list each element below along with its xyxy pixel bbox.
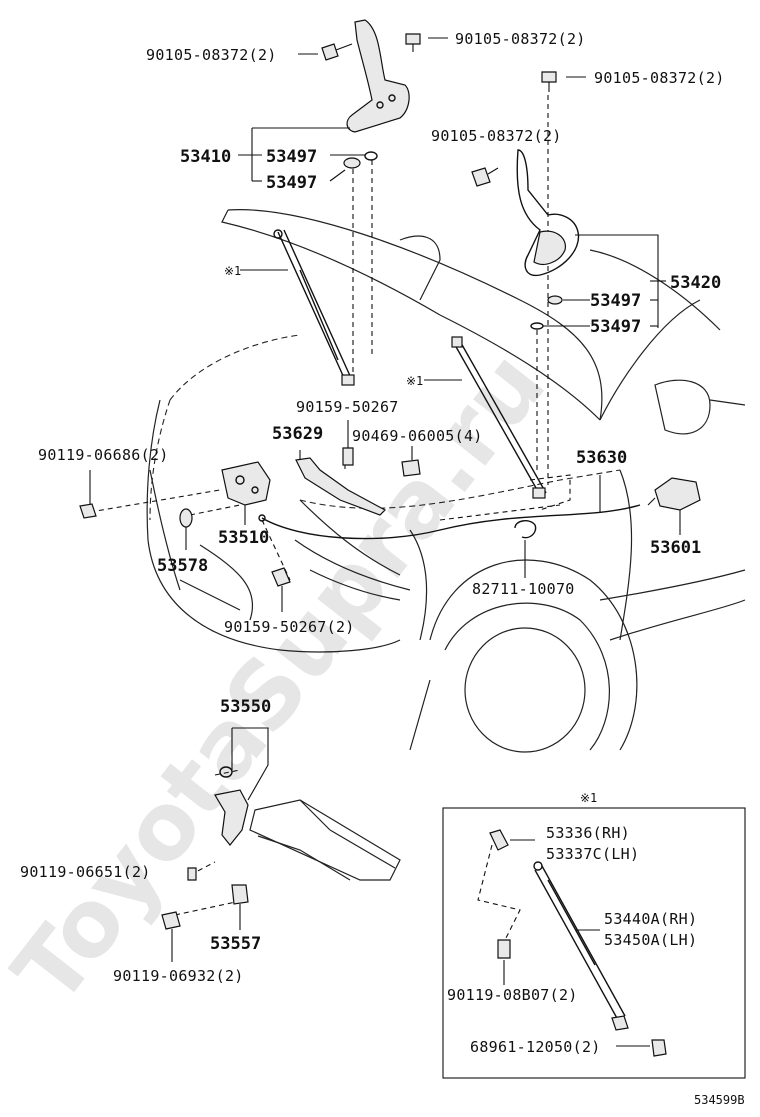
vehicle-body-outline bbox=[146, 209, 746, 753]
washers-53497-left bbox=[343, 151, 378, 169]
diagram-id: 534599B bbox=[694, 1093, 745, 1107]
label-90159-upper: 90159-50267 bbox=[296, 398, 399, 416]
part-labels: 90105-08372(2) 90105-08372(2) 90105-0837… bbox=[20, 30, 745, 1107]
label-53629: 53629 bbox=[272, 424, 323, 444]
label-53557: 53557 bbox=[210, 934, 261, 954]
label-53440: 53440A(RH) bbox=[604, 910, 697, 928]
cushion-53578 bbox=[179, 508, 193, 550]
label-90119-06686: 90119-06686(2) bbox=[38, 446, 169, 464]
label-90105-c: 90105-08372(2) bbox=[594, 69, 725, 87]
label-53420: 53420 bbox=[670, 273, 721, 293]
label-53510: 53510 bbox=[218, 528, 269, 548]
label-53497-a: 53497 bbox=[266, 147, 317, 167]
label-leaders bbox=[238, 37, 666, 506]
label-90105-b: 90105-08372(2) bbox=[455, 30, 586, 48]
label-star-box: ※1 bbox=[580, 791, 597, 805]
label-53450: 53450A(LH) bbox=[604, 931, 697, 949]
label-90119-06932: 90119-06932(2) bbox=[113, 967, 244, 985]
bolt-90159-upper bbox=[342, 420, 354, 466]
cable-hook-53557 bbox=[231, 884, 249, 930]
bolt-90119-06932 bbox=[161, 911, 181, 962]
label-90159-lower: 90159-50267(2) bbox=[224, 618, 355, 636]
bolt-90105-c bbox=[541, 71, 557, 92]
clamp-82711 bbox=[514, 520, 537, 578]
hood-lock-53510 bbox=[221, 461, 271, 525]
hood-strut-right bbox=[451, 336, 547, 499]
label-star-b: ※1 bbox=[406, 374, 423, 388]
hood-hinge-lh bbox=[346, 19, 410, 133]
hood-lock-support-53550 bbox=[214, 727, 269, 846]
label-53601: 53601 bbox=[650, 538, 701, 558]
label-53497-d: 53497 bbox=[590, 317, 641, 337]
cable-53630 bbox=[258, 475, 641, 540]
label-90119-06651: 90119-06651(2) bbox=[20, 863, 151, 881]
bolt-90105-d bbox=[471, 167, 499, 187]
hood-hinge-rh bbox=[516, 149, 580, 277]
bolt-90105-b bbox=[405, 33, 421, 52]
bolt-90159-lower bbox=[271, 567, 291, 612]
label-68961: 68961-12050(2) bbox=[470, 1038, 601, 1056]
label-90105-d: 90105-08372(2) bbox=[431, 127, 562, 145]
washers-53497-right bbox=[530, 295, 563, 330]
label-53336: 53336(RH) bbox=[546, 824, 630, 842]
bolt-90105-a bbox=[321, 43, 353, 61]
release-lever-53601 bbox=[654, 477, 701, 535]
bracket-53629 bbox=[295, 450, 386, 516]
label-53497-b: 53497 bbox=[266, 173, 317, 193]
label-82711: 82711-10070 bbox=[472, 580, 575, 598]
label-53410: 53410 bbox=[180, 147, 231, 167]
clip-90469 bbox=[401, 446, 421, 477]
label-53337: 53337C(LH) bbox=[546, 845, 639, 863]
bolt-90119-06686 bbox=[79, 470, 97, 519]
label-90469: 90469-06005(4) bbox=[352, 427, 483, 445]
label-90105-a: 90105-08372(2) bbox=[146, 46, 277, 64]
label-53578: 53578 bbox=[157, 556, 208, 576]
bolt-90119-06651 bbox=[187, 867, 197, 881]
hood-strut-left bbox=[273, 229, 355, 386]
label-53550: 53550 bbox=[220, 697, 271, 717]
radiator-support bbox=[249, 799, 401, 881]
inset-detail-box bbox=[442, 807, 746, 1079]
label-star-a: ※1 bbox=[224, 264, 241, 278]
label-53497-c: 53497 bbox=[590, 291, 641, 311]
label-90119-08b07: 90119-08B07(2) bbox=[447, 986, 578, 1004]
label-53630: 53630 bbox=[576, 448, 627, 468]
